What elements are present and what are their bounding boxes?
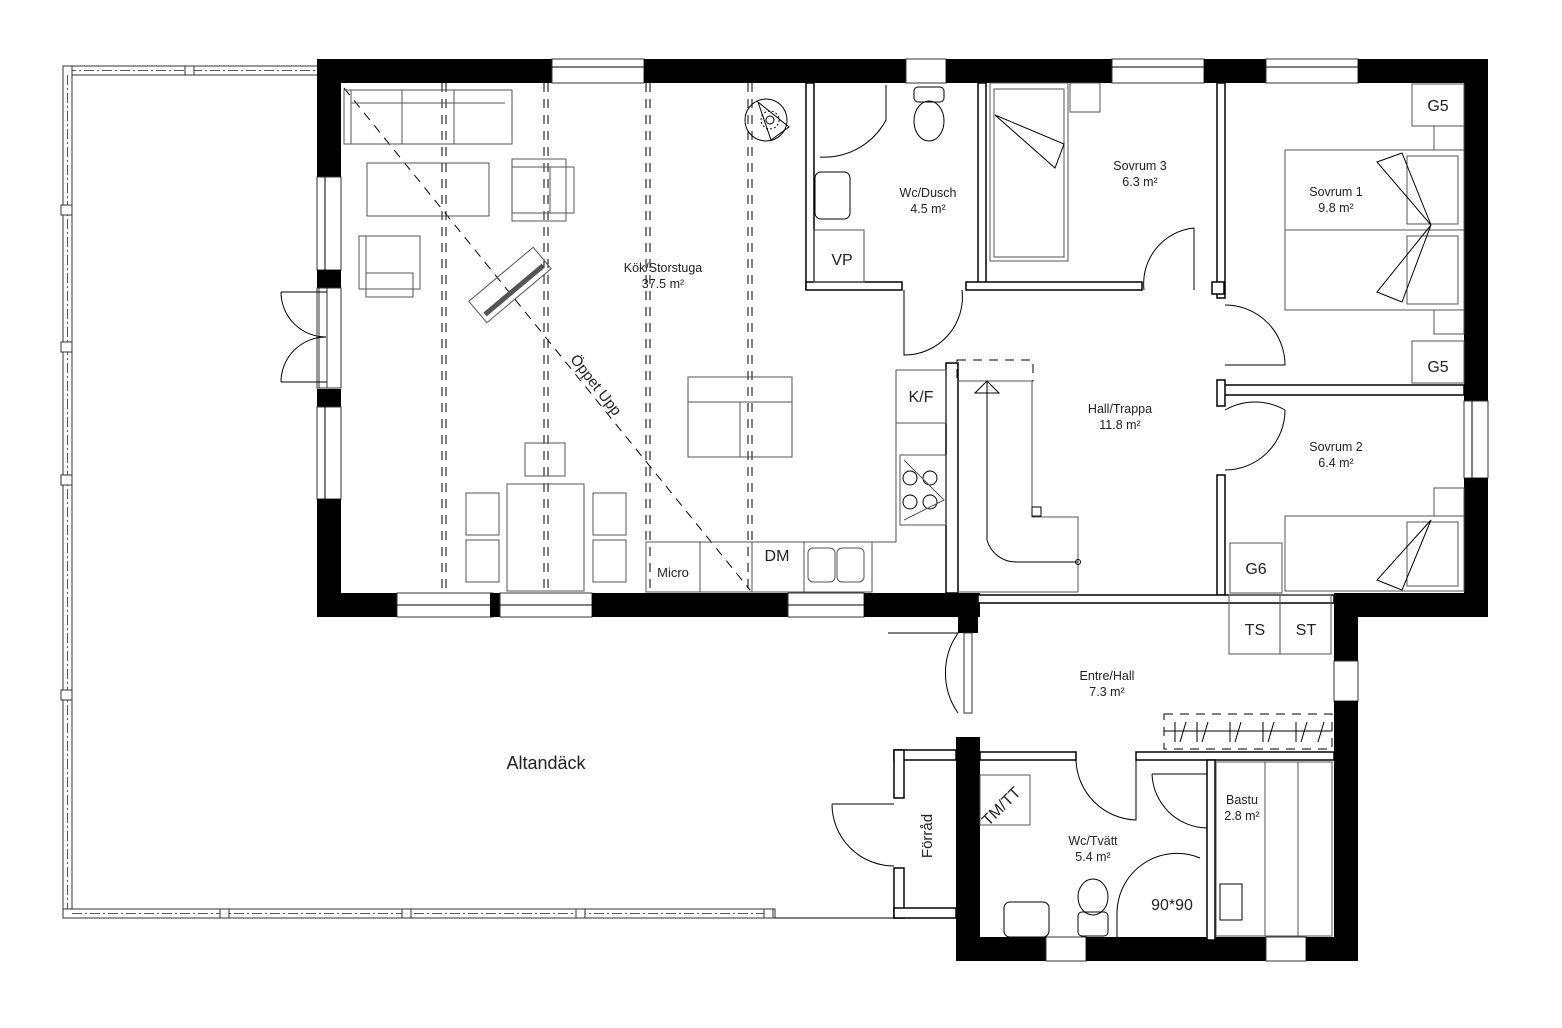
room-name-hall-stairs: Hall/Trappa [1088, 402, 1152, 416]
room-area-sauna: 2.8 m² [1224, 809, 1259, 823]
room-name-entrance-hall: Entre/Hall [1080, 669, 1135, 683]
room-area-entrance-hall: 7.3 m² [1089, 685, 1124, 699]
beds-sovrum1 [1284, 83, 1465, 384]
room-name-deck: Altandäck [506, 753, 586, 773]
room-name-wc-laundry: Wc/Tvätt [1068, 834, 1118, 848]
door-forrad [831, 803, 895, 867]
room-area-hall-stairs: 11.8 m² [1099, 418, 1140, 432]
room-area-wc-laundry: 5.4 m² [1075, 850, 1110, 864]
room-name-bedroom2: Sovrum 2 [1309, 440, 1363, 454]
door-wc-tvatt [1075, 759, 1137, 821]
door-sovrum1 [1224, 304, 1286, 366]
room-area-kitchen-living: 37.5 m² [642, 277, 684, 291]
wardrobe-g5-bottom-label: G5 [1427, 359, 1448, 376]
room-name-sauna: Bastu [1226, 793, 1258, 807]
open-above-indicator [343, 83, 753, 593]
heat-pump-label: VP [831, 252, 852, 269]
open-above-label: Öppet Upp [567, 351, 626, 419]
bed-sovrum2 [1229, 487, 1465, 594]
exterior-walls [316, 58, 1489, 962]
bed-sovrum3 [989, 82, 1101, 262]
shower-size-label: 90*90 [1151, 897, 1193, 914]
dining-set [465, 442, 627, 592]
room-name-kitchen-living: Kök/Storstuga [624, 261, 703, 275]
entre-fixtures [1163, 594, 1333, 750]
interior-walls [805, 82, 1465, 941]
staircase [956, 359, 1081, 593]
door-sovrum2 [1224, 401, 1286, 471]
room-name-bedroom1: Sovrum 1 [1309, 185, 1363, 199]
wc-dusch-fixtures [813, 85, 945, 283]
interior-doors [831, 227, 1286, 867]
door-bastu [1151, 773, 1208, 829]
door-entrance [888, 632, 959, 714]
cleaning-cabinet-label: ST [1296, 622, 1317, 639]
wardrobe-g5-top-label: G5 [1427, 98, 1448, 115]
fixture-labels: VP K/F Micro DM G5 G5 G6 TS ST TM/TT 90*… [657, 98, 1449, 914]
room-area-bedroom2: 6.4 m² [1318, 456, 1353, 470]
patio-double-door[interactable] [280, 287, 328, 389]
fridge-freezer-label: K/F [909, 389, 934, 406]
door-sovrum3 [1143, 227, 1195, 291]
living-furniture [343, 89, 790, 324]
kitchen-sofa [687, 376, 793, 458]
dryer-label: TS [1245, 622, 1265, 639]
dishwasher-label: DM [765, 548, 790, 565]
door-wc-dusch [903, 289, 963, 356]
room-area-bedroom3: 6.3 m² [1122, 175, 1157, 189]
washer-dryer-label: TM/TT [979, 784, 1024, 829]
room-name-storage: Förråd [919, 814, 936, 858]
room-name-wc-dusch: Wc/Dusch [900, 186, 957, 200]
wardrobe-g6-label: G6 [1245, 561, 1266, 578]
wc-tvatt-fixtures [979, 761, 1333, 938]
deck-railing [60, 65, 900, 919]
room-area-wc-dusch: 4.5 m² [910, 202, 945, 216]
room-name-bedroom3: Sovrum 3 [1113, 159, 1167, 173]
kitchen [645, 369, 947, 593]
microwave-label: Micro [657, 565, 689, 580]
room-area-bedroom1: 9.8 m² [1318, 201, 1353, 215]
